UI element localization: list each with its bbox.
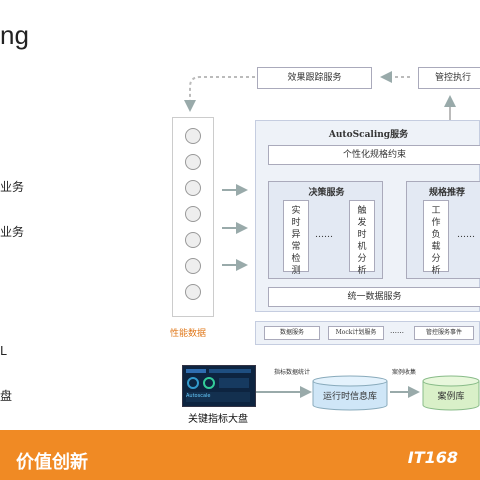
architecture-diagram: 效果跟踪服务 管控执行 性能数据 AutoScaling服务 个性化规格约束 决…: [160, 55, 480, 425]
effect-tracking-box: 效果跟踪服务: [257, 67, 372, 89]
perf-node: [185, 232, 201, 248]
perf-node: [185, 258, 201, 274]
decision-item-box: 实时异常检测: [283, 200, 309, 276]
side-text-2: L 盘: [0, 314, 12, 419]
dashboard-widget: [186, 369, 206, 373]
unified-data-box: 统一数据服务: [268, 287, 480, 307]
data-source-item: 数据服务: [264, 326, 320, 340]
dashboard-label: 关键指标大盘: [188, 414, 248, 425]
spec-item-box: 工作负载分析: [423, 200, 449, 276]
case-db: 案例库: [422, 375, 480, 411]
control-exec-label: 管控执行: [434, 73, 471, 83]
side-text-1: 业务 业务: [0, 150, 24, 255]
dashboard-chart: [219, 378, 249, 388]
data-source-item: 管控服务事件: [414, 326, 474, 340]
perf-node: [185, 154, 201, 170]
feedback-arrow: [184, 76, 255, 112]
autoscaling-container: AutoScaling服务 个性化规格约束 决策服务 实时异常检测 …… 触发时…: [255, 120, 480, 312]
unified-data-label: 统一数据服务: [347, 292, 402, 302]
side-line: 业务: [0, 180, 25, 194]
side-line: 业务: [0, 225, 25, 239]
runtime-db: 运行时信息库: [312, 375, 388, 411]
decision-title: 决策服务: [308, 188, 345, 198]
dashboard-gauge: [187, 377, 199, 389]
side-line: L: [0, 344, 7, 358]
dashboard-widget: [209, 369, 251, 373]
case-db-label: 案例库: [437, 392, 465, 402]
dashboard-chart: [186, 392, 250, 402]
perf-data-label: 性能数据: [170, 329, 207, 339]
decision-item-box: 触发时机分析: [349, 200, 375, 276]
control-exec-box: 管控执行: [418, 67, 480, 89]
case-db-shape: [422, 375, 480, 411]
metric-calc-label: 指标数据统计: [274, 369, 311, 376]
diagram-connectors: [184, 71, 456, 398]
banner-slogan: 价值创新: [16, 452, 88, 473]
data-source-item: Mock计划服务: [328, 326, 384, 340]
effect-tracking-label: 效果跟踪服务: [287, 73, 342, 83]
runtime-db-label: 运行时信息库: [322, 392, 377, 402]
decision-service-box: 决策服务 实时异常检测 …… 触发时机分析: [268, 181, 383, 279]
runtime-db-shape: [312, 375, 388, 411]
data-source-label: 数据服务: [279, 329, 304, 336]
decision-item-label: 触发时机分析: [357, 206, 367, 276]
it168-logo: IT168: [407, 448, 458, 467]
data-row-ellipsis: ……: [390, 327, 404, 335]
spec-recommend-box: 规格推荐 工作负载分析 ……: [406, 181, 480, 279]
slide-title: ng: [0, 20, 29, 50]
spec-item-label: 工作负载分析: [431, 206, 441, 276]
case-collect-label: 案例收集: [392, 369, 417, 376]
decision-item-label: 实时异常检测: [291, 206, 301, 276]
spec-ellipsis: ……: [457, 230, 475, 240]
perf-node: [185, 206, 201, 222]
decision-ellipsis: ……: [315, 230, 333, 240]
data-source-row: 数据服务 Mock计划服务 …… 管控服务事件: [255, 321, 480, 345]
perf-node: [185, 180, 201, 196]
dashboard-gauge: [203, 377, 215, 389]
side-line: 盘: [0, 389, 13, 403]
dashboard-tag: Autoscale: [186, 393, 211, 399]
personal-constraint-box: 个性化规格约束: [268, 145, 480, 165]
perf-node: [185, 128, 201, 144]
spec-title: 规格推荐: [428, 188, 465, 198]
data-source-label: 管控服务事件: [425, 329, 462, 336]
autoscaling-title: AutoScaling服务: [328, 130, 409, 140]
personal-constraint-label: 个性化规格约束: [342, 150, 406, 160]
perf-node: [185, 284, 201, 300]
performance-column: [172, 117, 214, 317]
dashboard-thumbnail: Autoscale: [182, 365, 256, 407]
data-source-label: Mock计划服务: [335, 329, 377, 336]
bottom-banner: [0, 430, 480, 480]
